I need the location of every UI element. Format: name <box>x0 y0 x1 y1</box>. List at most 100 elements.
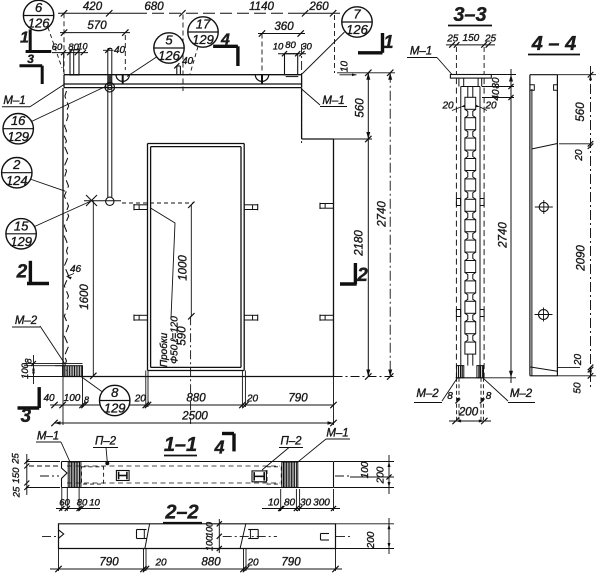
svg-text:60: 60 <box>59 498 70 509</box>
svg-text:2–2: 2–2 <box>164 502 198 524</box>
svg-text:16: 16 <box>11 113 26 128</box>
svg-text:40: 40 <box>43 393 55 404</box>
svg-text:10: 10 <box>77 42 87 52</box>
svg-text:590: 590 <box>176 326 188 346</box>
svg-text:100: 100 <box>205 522 215 537</box>
svg-text:20: 20 <box>246 394 259 405</box>
svg-text:129: 129 <box>192 32 214 47</box>
svg-text:880: 880 <box>186 393 206 405</box>
svg-text:200: 200 <box>366 531 377 549</box>
svg-text:129: 129 <box>10 234 32 249</box>
svg-text:25: 25 <box>11 453 22 465</box>
svg-text:50: 50 <box>573 382 584 394</box>
svg-text:790: 790 <box>99 557 119 569</box>
svg-text:680: 680 <box>144 1 164 13</box>
svg-text:20: 20 <box>484 101 497 112</box>
svg-text:17: 17 <box>196 17 211 32</box>
svg-text:150: 150 <box>463 33 480 44</box>
svg-text:М–1: М–1 <box>37 431 59 443</box>
svg-text:100: 100 <box>360 461 371 478</box>
svg-text:М–1: М–1 <box>3 95 25 107</box>
svg-text:8: 8 <box>24 358 34 363</box>
svg-text:2500: 2500 <box>181 411 208 423</box>
svg-text:2740: 2740 <box>377 201 389 228</box>
svg-text:2180: 2180 <box>354 230 366 257</box>
svg-text:80: 80 <box>284 498 296 509</box>
svg-text:880: 880 <box>201 557 221 569</box>
svg-text:570: 570 <box>87 20 107 32</box>
svg-text:560: 560 <box>355 98 367 118</box>
svg-text:25: 25 <box>12 486 23 498</box>
svg-text:М–1: М–1 <box>326 428 348 440</box>
svg-text:2090: 2090 <box>576 245 588 272</box>
svg-text:М–1: М–1 <box>410 46 432 58</box>
svg-text:4: 4 <box>220 32 230 49</box>
svg-text:126: 126 <box>346 22 368 37</box>
svg-text:126: 126 <box>28 16 50 31</box>
svg-text:20: 20 <box>134 394 147 405</box>
svg-text:46: 46 <box>70 264 82 275</box>
svg-text:4: 4 <box>213 438 224 458</box>
svg-text:2: 2 <box>16 262 28 283</box>
svg-text:1600: 1600 <box>79 284 91 310</box>
svg-text:2: 2 <box>12 157 21 172</box>
svg-text:80: 80 <box>491 77 502 89</box>
svg-text:20: 20 <box>246 558 259 569</box>
svg-text:10: 10 <box>268 498 280 509</box>
svg-text:П–2: П–2 <box>95 436 117 448</box>
svg-text:100: 100 <box>205 536 215 551</box>
svg-text:8: 8 <box>486 391 492 402</box>
svg-text:129: 129 <box>7 129 29 144</box>
svg-text:360: 360 <box>274 21 294 33</box>
svg-text:10: 10 <box>273 42 284 53</box>
svg-text:790: 790 <box>288 393 308 405</box>
svg-text:126: 126 <box>158 48 180 63</box>
svg-text:124: 124 <box>6 173 28 188</box>
svg-text:150: 150 <box>11 467 22 484</box>
svg-text:100: 100 <box>20 362 31 379</box>
svg-text:1–1: 1–1 <box>164 434 197 456</box>
svg-text:40: 40 <box>114 45 126 56</box>
svg-text:300: 300 <box>313 498 330 509</box>
svg-text:420: 420 <box>83 1 103 13</box>
svg-text:2: 2 <box>356 265 368 286</box>
svg-text:790: 790 <box>281 557 301 569</box>
svg-text:1: 1 <box>20 30 29 47</box>
svg-text:6: 6 <box>35 0 43 15</box>
svg-text:М–2: М–2 <box>510 388 533 400</box>
svg-text:1: 1 <box>383 32 393 52</box>
svg-text:8: 8 <box>111 385 119 400</box>
svg-text:7: 7 <box>353 7 361 22</box>
svg-text:40: 40 <box>491 89 502 101</box>
svg-text:129: 129 <box>104 401 126 416</box>
svg-text:20: 20 <box>154 558 167 569</box>
svg-text:1000: 1000 <box>178 255 190 281</box>
svg-text:100: 100 <box>64 393 81 404</box>
svg-text:25: 25 <box>484 34 497 45</box>
svg-text:20: 20 <box>573 354 584 367</box>
svg-text:М–2: М–2 <box>15 315 38 327</box>
svg-text:4 – 4: 4 – 4 <box>531 33 576 55</box>
svg-text:30: 30 <box>300 498 312 509</box>
svg-text:260: 260 <box>308 1 329 13</box>
svg-text:25: 25 <box>446 34 459 45</box>
svg-text:80: 80 <box>68 42 79 53</box>
svg-text:200: 200 <box>376 466 387 484</box>
svg-text:80: 80 <box>77 498 88 509</box>
svg-text:10: 10 <box>340 61 351 73</box>
svg-text:5: 5 <box>165 33 173 48</box>
svg-text:П–2: П–2 <box>280 436 302 448</box>
svg-text:200: 200 <box>458 407 479 419</box>
svg-text:60: 60 <box>52 42 63 53</box>
svg-text:Пробки: Пробки <box>158 332 170 367</box>
svg-text:40: 40 <box>182 56 194 67</box>
svg-text:8: 8 <box>84 395 89 405</box>
svg-text:1140: 1140 <box>249 1 274 13</box>
svg-text:15: 15 <box>14 218 29 233</box>
svg-text:Ф50,ℓ=120: Ф50,ℓ=120 <box>170 316 181 364</box>
svg-text:2740: 2740 <box>498 222 510 249</box>
svg-text:80: 80 <box>285 40 296 51</box>
svg-text:3–3: 3–3 <box>453 4 486 26</box>
svg-text:8: 8 <box>447 391 453 402</box>
svg-text:20: 20 <box>441 101 454 112</box>
